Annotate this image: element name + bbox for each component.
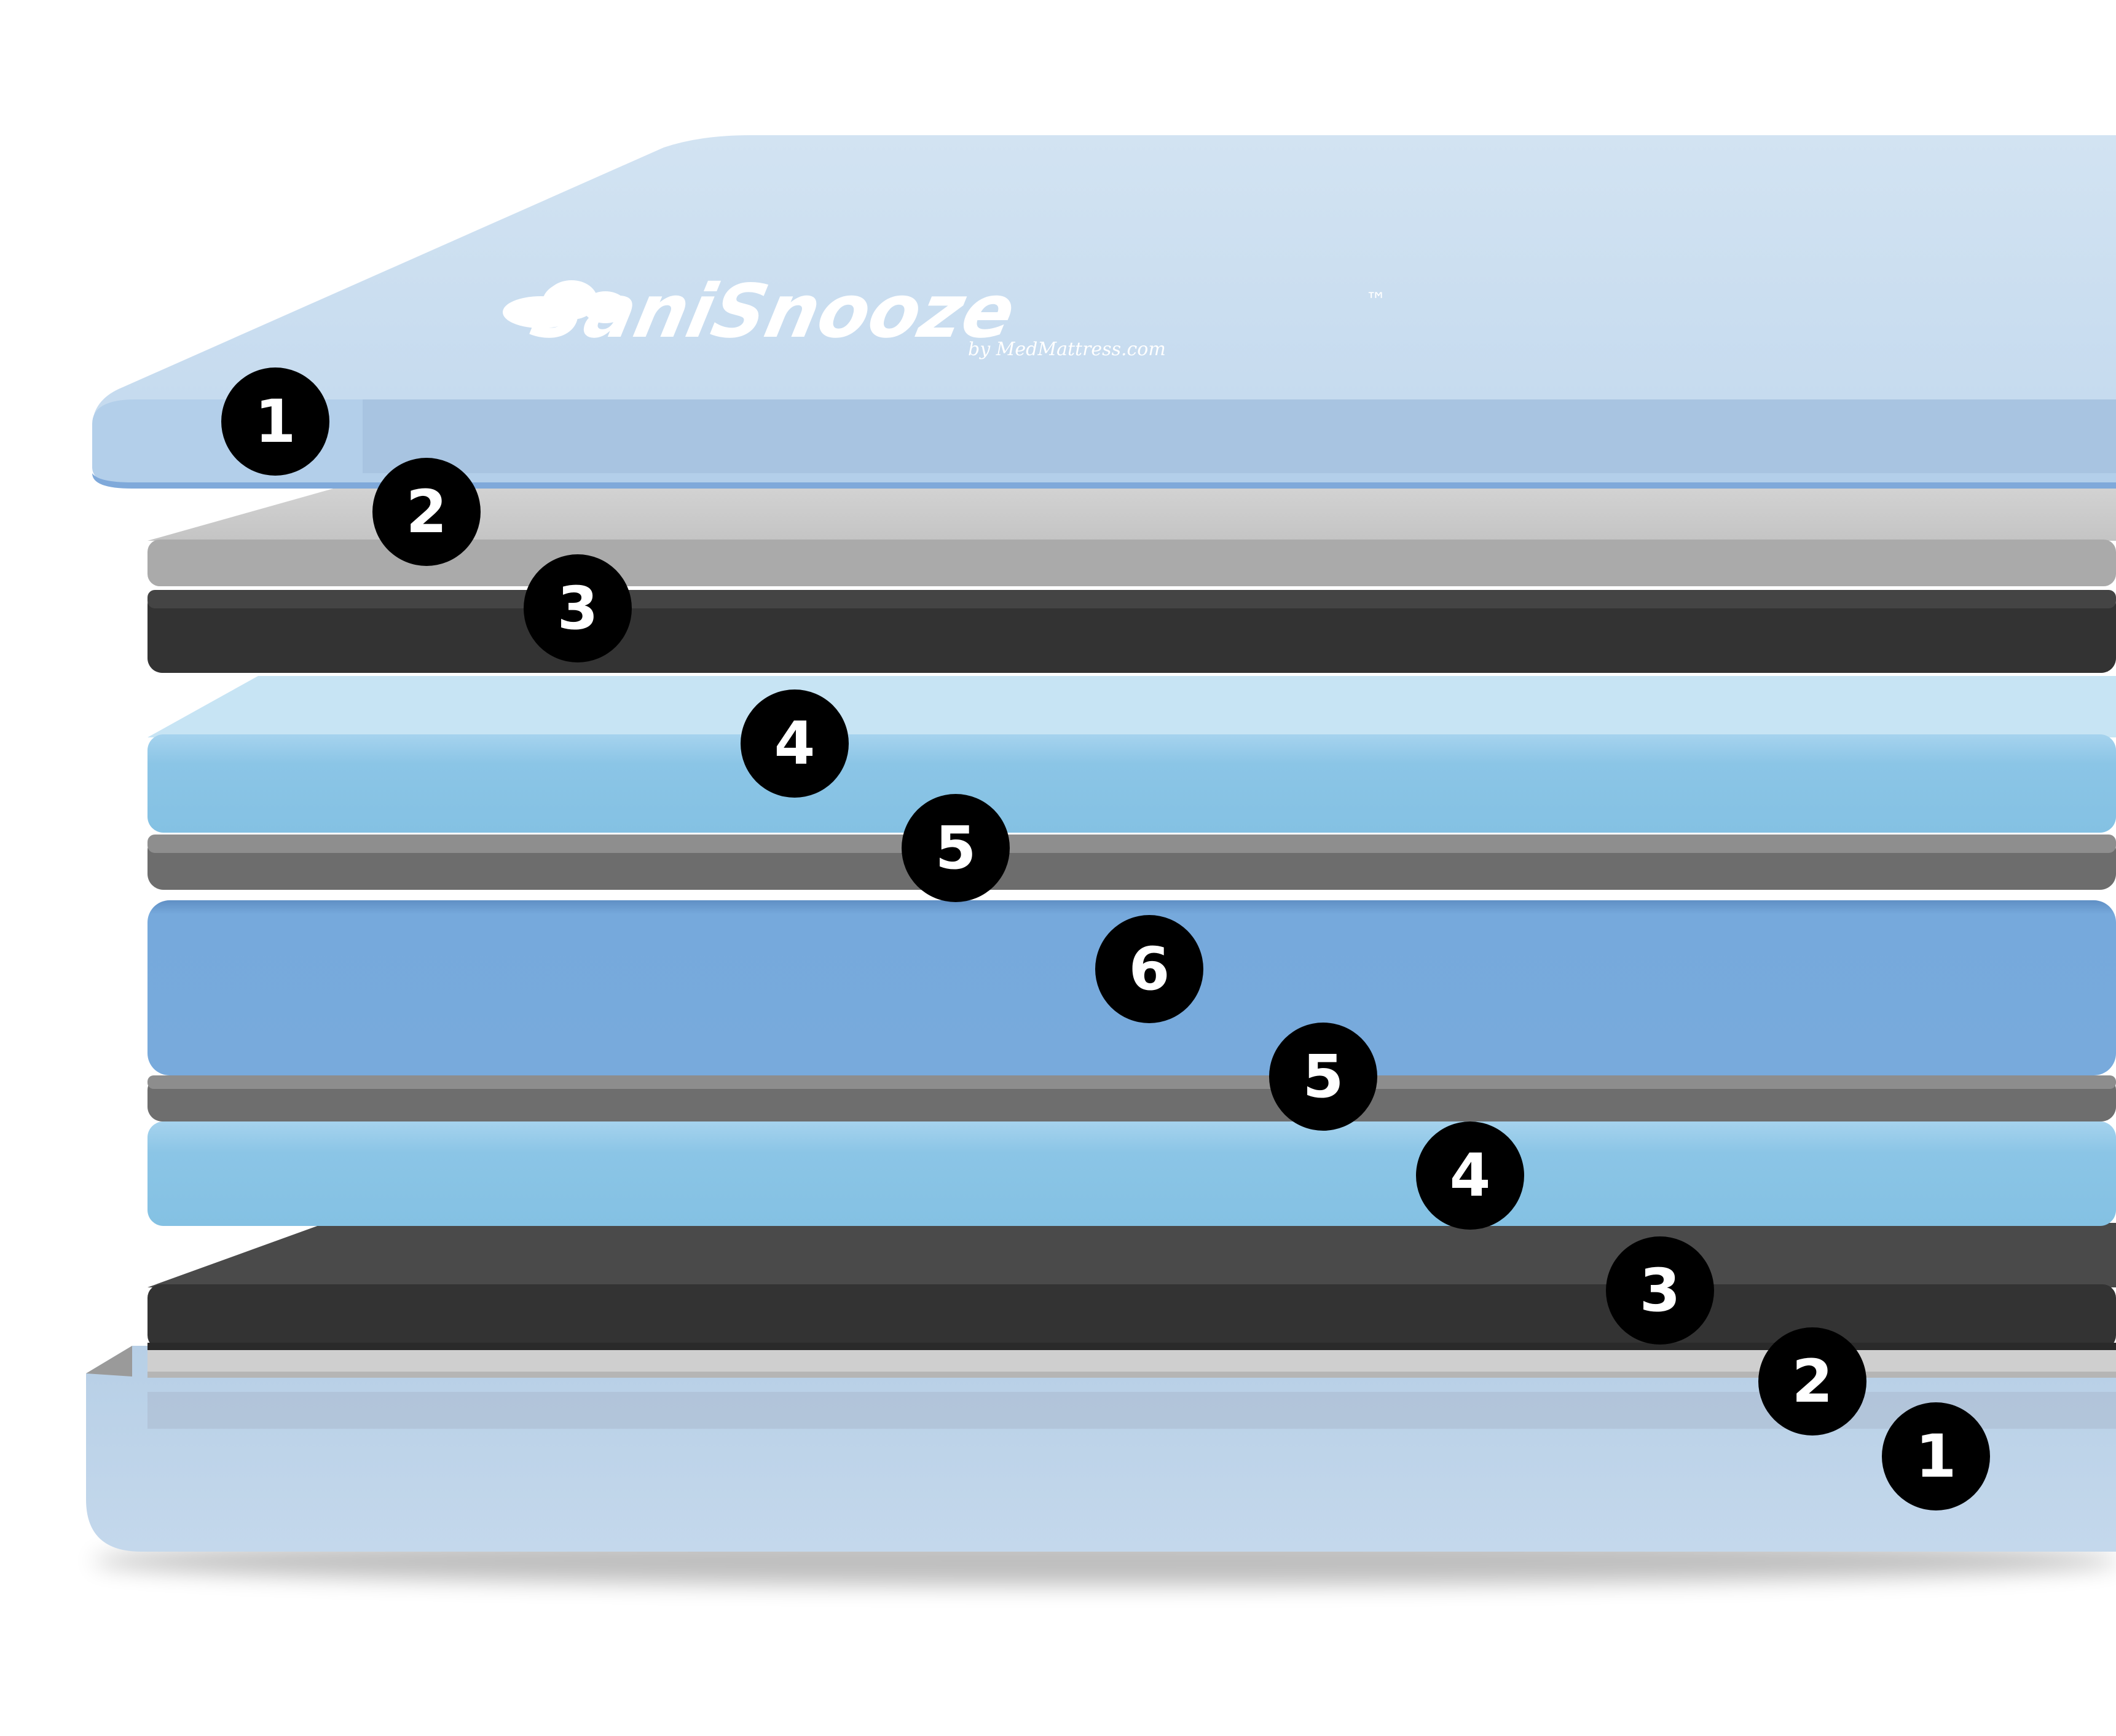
upper-gray-fabric-layer <box>147 485 2116 586</box>
brand-byline: by MedMattress.com <box>968 339 1166 360</box>
brand-name: SaniSnooze <box>524 268 1023 354</box>
layer-marker-label: 6 <box>1129 935 1170 1004</box>
lower-blue-foam-layer <box>147 1121 2116 1226</box>
layer-marker: 4 <box>1416 1121 1524 1230</box>
layer-marker-label: 3 <box>557 574 599 643</box>
upper-blue-foam-layer <box>147 676 2116 833</box>
layer-marker-label: 5 <box>1303 1042 1344 1111</box>
layer-marker: 6 <box>1095 915 1203 1023</box>
layer-marker: 4 <box>741 689 849 798</box>
layer-marker-label: 4 <box>1450 1141 1491 1210</box>
layer-marker-label: 1 <box>1916 1422 1957 1491</box>
layer-marker-label: 2 <box>406 477 447 546</box>
brand-logo: SaniSnooze ™ by MedMattress.com <box>503 268 1386 360</box>
upper-charcoal-layer <box>147 590 2116 673</box>
layer-marker: 1 <box>1882 1402 1990 1510</box>
cloud-icon <box>503 280 627 328</box>
layer-marker: 2 <box>1758 1327 1866 1436</box>
trademark-symbol: ™ <box>1366 288 1386 313</box>
layer-marker-label: 5 <box>935 814 977 882</box>
layer-marker: 5 <box>902 794 1010 902</box>
layer-marker: 3 <box>524 554 632 662</box>
layer-marker: 3 <box>1606 1236 1714 1345</box>
layer-marker: 5 <box>1269 1023 1377 1131</box>
layer-marker-label: 3 <box>1640 1256 1681 1325</box>
layer-marker-label: 2 <box>1792 1347 1833 1416</box>
lower-gray-layer <box>147 1075 2116 1121</box>
layer-marker-label: 4 <box>774 709 816 778</box>
upper-gray-layer <box>147 835 2116 890</box>
layer-marker: 2 <box>372 458 481 566</box>
layer-marker: 1 <box>221 367 329 476</box>
layer-marker-label: 1 <box>255 387 296 456</box>
top-cover-layer <box>92 135 2116 489</box>
